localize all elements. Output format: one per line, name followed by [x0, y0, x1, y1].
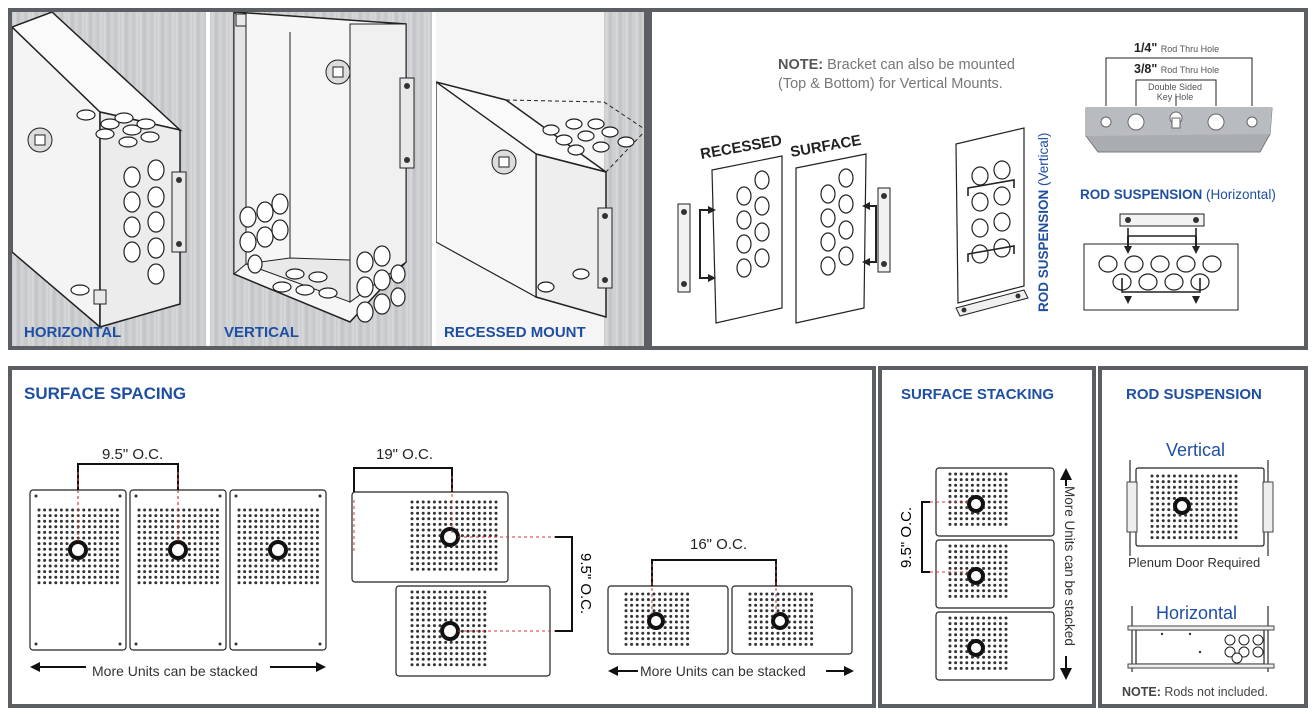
photo-recessed-label: RECESSED MOUNT	[444, 324, 586, 341]
stack-text-2: More Units can be stacked	[640, 663, 806, 679]
photo-vertical-label: VERTICAL	[224, 324, 299, 341]
rod-vertical-label-bold: ROD SUSPENSION	[1036, 189, 1051, 312]
bracket-note-bold: NOTE:	[778, 57, 824, 73]
rod-horizontal-heading: Horizontal	[1156, 603, 1238, 623]
grille-dots	[137, 508, 219, 585]
recessed-surface-diagram	[677, 153, 891, 324]
photo-recessed: RECESSED MOUNT	[436, 12, 644, 346]
keyhole-line2: Key Hole	[1156, 92, 1194, 102]
rod-horizontal-unit	[1127, 606, 1275, 672]
damper-ring	[268, 540, 288, 560]
vertical-unit	[229, 489, 327, 651]
damper-ring	[168, 540, 188, 560]
oc-19-label: 19" O.C.	[376, 446, 434, 463]
bracket-diagram	[1085, 57, 1273, 153]
threeeighths-size: 3/8"	[1134, 62, 1158, 76]
rod-vertical-label: ROD SUSPENSION (Vertical)	[1036, 133, 1051, 312]
keyhole-line1: Double Sided	[1148, 82, 1203, 92]
side-unit	[607, 585, 729, 655]
rod-horizontal-label: ROD SUSPENSION (Horizontal)	[1080, 187, 1276, 202]
rod-vertical-heading: Vertical	[1166, 440, 1226, 460]
photo-vertical: VERTICAL	[210, 12, 432, 346]
surface-spacing-title: SURFACE SPACING	[24, 384, 187, 403]
rod-vertical-diagram	[955, 127, 1029, 317]
surface-stacking-title: SURFACE STACKING	[901, 386, 1055, 403]
side-unit	[731, 585, 853, 655]
threeeighths-text: Rod Thru Hole	[1160, 65, 1220, 75]
stack-text-1: More Units can be stacked	[92, 663, 258, 679]
grille-dots	[410, 590, 487, 667]
rods-note-text: Rods not included.	[1164, 685, 1268, 699]
stacking-oc-label: 9.5" O.C.	[898, 506, 915, 568]
keyhole-label: Double Sided Key Hole	[1148, 82, 1202, 102]
grille-dots	[237, 508, 319, 585]
rod-suspension-title: ROD SUSPENSION	[1126, 386, 1262, 403]
rod-vertical-unit	[1126, 460, 1274, 556]
rods-note: NOTE: Rods not included.	[1122, 685, 1268, 699]
grille-dots	[410, 500, 498, 571]
damper-ring	[771, 612, 789, 630]
recessed-box-illustration	[436, 81, 644, 318]
damper-ring	[967, 567, 985, 585]
damper-ring	[647, 612, 665, 630]
oc-95-label: 9.5" O.C.	[102, 446, 164, 463]
vertical-box-illustration	[233, 12, 415, 323]
rod-horizontal-diagram	[1083, 213, 1239, 311]
threeeighths-hole-label: 3/8" Rod Thru Hole	[1134, 62, 1219, 76]
rod-vertical-box	[1135, 467, 1265, 547]
bracket-note-line2: (Top & Bottom) for Vertical Mounts.	[778, 76, 1003, 92]
horizontal-box-illustration	[12, 12, 187, 329]
stacking-diagram	[921, 467, 1074, 681]
quarter-hole-label: 1/4" Rod Thru Hole	[1134, 41, 1219, 55]
photo-horizontal: HORIZONTAL	[12, 12, 206, 346]
quarter-size: 1/4"	[1134, 41, 1158, 55]
damper-ring	[967, 639, 985, 657]
spacing-group-offset	[351, 467, 573, 677]
quarter-text: Rod Thru Hole	[1160, 44, 1220, 54]
rods-note-bold: NOTE:	[1122, 685, 1161, 699]
oc-16-label: 16" O.C.	[690, 536, 748, 553]
rod-horizontal-bold: ROD SUSPENSION	[1080, 187, 1203, 202]
oc-95-vertical-label: 9.5" O.C.	[577, 553, 594, 615]
rod-horizontal-light: (Horizontal)	[1206, 187, 1276, 202]
damper-ring	[967, 495, 985, 513]
bracket-note-line1: Bracket can also be mounted	[827, 57, 1015, 73]
plenum-note: Plenum Door Required	[1128, 555, 1261, 570]
rod-vertical-label-light: (Vertical)	[1036, 132, 1051, 186]
photo-horizontal-label: HORIZONTAL	[24, 324, 122, 341]
spacing-group-vertical	[29, 463, 327, 676]
spacing-group-side	[607, 559, 854, 679]
stacking-text: More Units can be stacked	[1062, 486, 1077, 646]
bracket-note: NOTE: Bracket can also be mounted (Top &…	[778, 56, 1015, 94]
damper-ring	[1173, 497, 1191, 515]
damper-ring	[68, 540, 88, 560]
